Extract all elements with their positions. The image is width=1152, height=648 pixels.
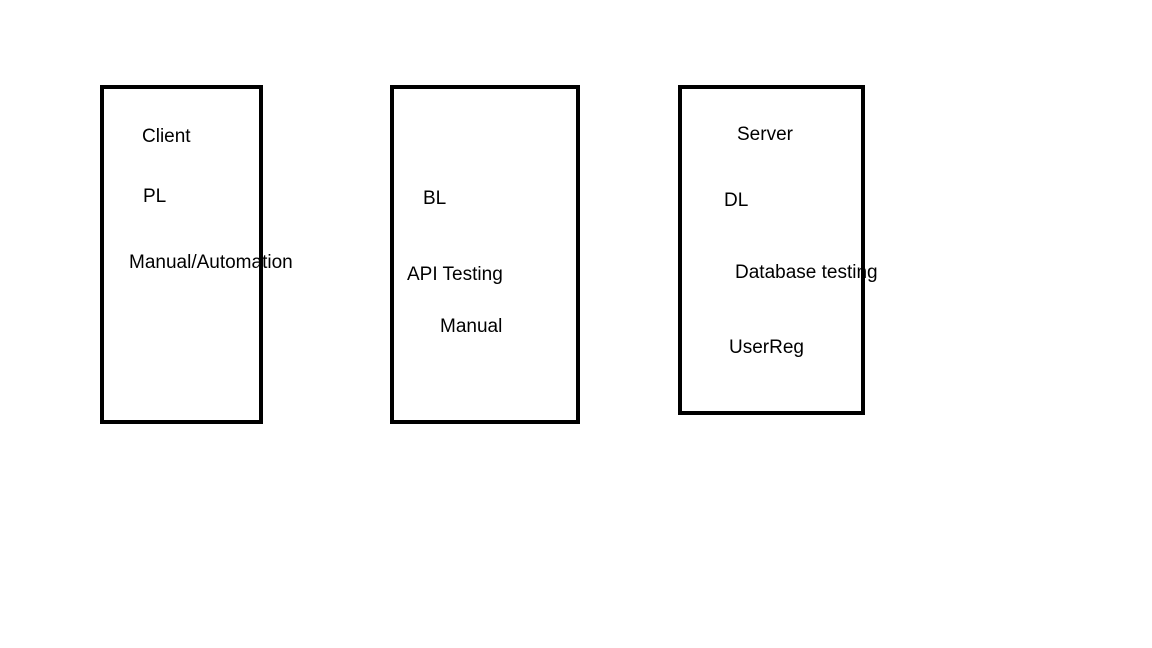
label-pl: PL	[143, 186, 167, 207]
label-database-testing: Database testing	[735, 262, 878, 283]
label-server: Server	[737, 124, 793, 145]
box-server-tier	[678, 85, 865, 415]
label-manual: Manual	[440, 316, 503, 337]
box-business-tier	[390, 85, 580, 424]
label-userreg: UserReg	[729, 337, 804, 358]
label-dl: DL	[724, 190, 749, 211]
box-client-tier	[100, 85, 263, 424]
label-manual-automation: Manual/Automation	[129, 252, 293, 273]
label-api-testing: API Testing	[407, 264, 503, 285]
label-client: Client	[142, 126, 191, 147]
label-bl: BL	[423, 188, 447, 209]
